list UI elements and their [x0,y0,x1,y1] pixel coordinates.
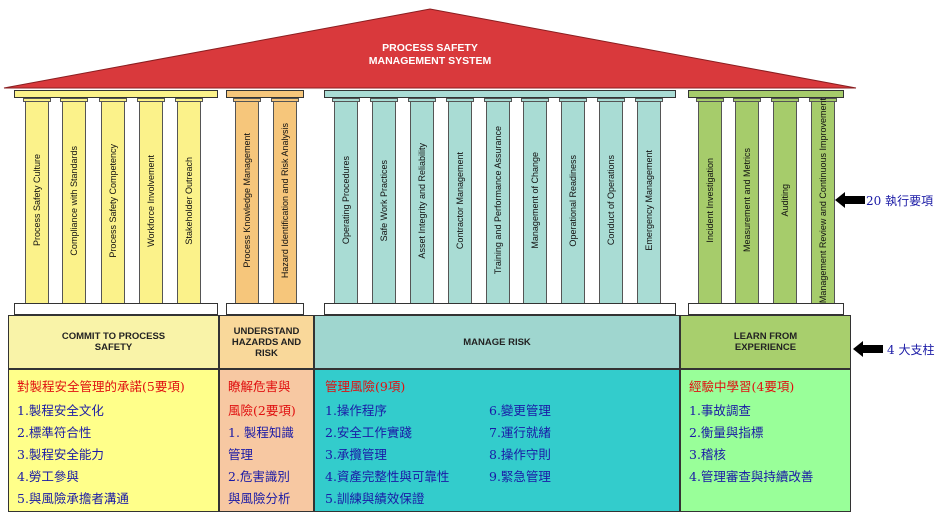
zh-item: 1.事故調查 [689,403,751,418]
plinth-commit [14,303,218,315]
zh-heading-understand-1: 瞭解危害與 [228,379,291,394]
zh-item: 4.資產完整性與可靠性 [325,469,450,484]
pillar-compliance-with-standards: Compliance with Standards [60,98,88,303]
pillar-process-knowledge-management: Process Knowledge Management [233,98,261,303]
pillar-stakeholder-outreach: Stakeholder Outreach [175,98,203,303]
zh-item: 2.標準符合性 [17,425,92,440]
zh-item: 5.與風險承擔者溝通 [17,491,129,506]
zh-heading-commit: 對製程安全管理的承諾(5要項) [17,379,185,394]
foundation-learn: LEARN FROM EXPERIENCE [680,315,851,369]
zh-box-learn: 經驗中學習(4要項) 1.事故調查 2.衡量與指標 3.稽核 4.管理審查與持續… [680,369,851,512]
pillar-process-safety-culture: Process Safety Culture [23,98,51,303]
annotation-elements: 20 執行要項 [866,194,934,208]
pillar-emergency-management: Emergency Management [635,98,663,303]
pillar-management-review: Management Review and Continuous Improve… [809,98,837,303]
pillar-operating-procedures: Operating Procedures [332,98,360,303]
roof [3,8,857,89]
zh-item: 2.安全工作實踐 [325,425,412,440]
plinth-manage [324,303,676,315]
zh-heading-learn: 經驗中學習(4要項) [689,379,795,394]
zh-item: 4.勞工參與 [17,469,79,484]
zh-heading-understand-2: 風險(2要項) [228,403,296,418]
zh-item: 3.承攬管理 [325,447,387,462]
frieze-manage [324,90,676,98]
frieze-understand [226,90,304,98]
foundation-understand: UNDERSTAND HAZARDS AND RISK [219,315,314,369]
foundation-commit: COMMIT TO PROCESS SAFETY [8,315,219,369]
roof-title-line2: MANAGEMENT SYSTEM [368,55,492,67]
foundation-manage: MANAGE RISK [314,315,680,369]
zh-item: 1.操作程序 [325,403,387,418]
zh-item: 4.管理審查與持續改善 [689,469,814,484]
zh-item: 1.製程安全文化 [17,403,104,418]
zh-box-commit: 對製程安全管理的承諾(5要項) 1.製程安全文化 2.標準符合性 3.製程安全能… [8,369,219,512]
zh-item: 8.操作守則 [489,447,551,462]
plinth-learn [688,303,844,315]
pillar-process-safety-competency: Process Safety Competency [99,98,127,303]
frieze-commit [14,90,218,98]
zh-box-understand: 瞭解危害與 風險(2要項) 1. 製程知識 管理 2.危害識別 與風險分析 [219,369,314,512]
left-arrow-icon [835,192,865,208]
pillar-safe-work-practices: Safe Work Practices [370,98,398,303]
pillar-workforce-involvement: Workforce Involvement [137,98,165,303]
pillar-operational-readiness: Operational Readiness [559,98,587,303]
pillar-measurement-and-metrics: Measurement and Metrics [733,98,761,303]
zh-item: 6.變更管理 [489,403,551,418]
pillar-management-of-change: Management of Change [521,98,549,303]
zh-item: 管理 [228,447,254,462]
pillar-conduct-of-operations: Conduct of Operations [597,98,625,303]
zh-item: 9.緊急管理 [489,469,551,484]
zh-item: 3.製程安全能力 [17,447,104,462]
zh-item: 2.危害識別 [228,469,290,484]
plinth-understand [226,303,304,315]
zh-box-manage: 管理風險(9項) 1.操作程序 2.安全工作實踐 3.承攬管理 4.資產完整性與… [314,369,680,512]
zh-item: 與風險分析 [228,491,291,506]
zh-item: 3.稽核 [689,447,726,462]
pillar-hazard-identification: Hazard Identification and Risk Analysis [271,98,299,303]
pillar-asset-integrity: Asset Integrity and Reliability [408,98,436,303]
left-arrow-icon [853,341,883,357]
zh-item: 5.訓練與績效保證 [325,491,425,506]
annotation-pillars: 4 大支柱 [887,343,935,357]
zh-item: 1. 製程知識 [228,425,294,440]
pillar-incident-investigation: Incident Investigation [696,98,724,303]
zh-item: 2.衡量與指標 [689,425,764,440]
frieze-learn [688,90,844,98]
pillar-contractor-management: Contractor Management [446,98,474,303]
pillar-auditing: Auditing [771,98,799,303]
zh-item: 7.運行就緒 [489,425,551,440]
pillar-training-performance: Training and Performance Assurance [484,98,512,303]
zh-heading-manage: 管理風險(9項) [325,379,406,394]
roof-title-line1: PROCESS SAFETY [382,42,478,54]
roof-triangle [3,8,857,89]
